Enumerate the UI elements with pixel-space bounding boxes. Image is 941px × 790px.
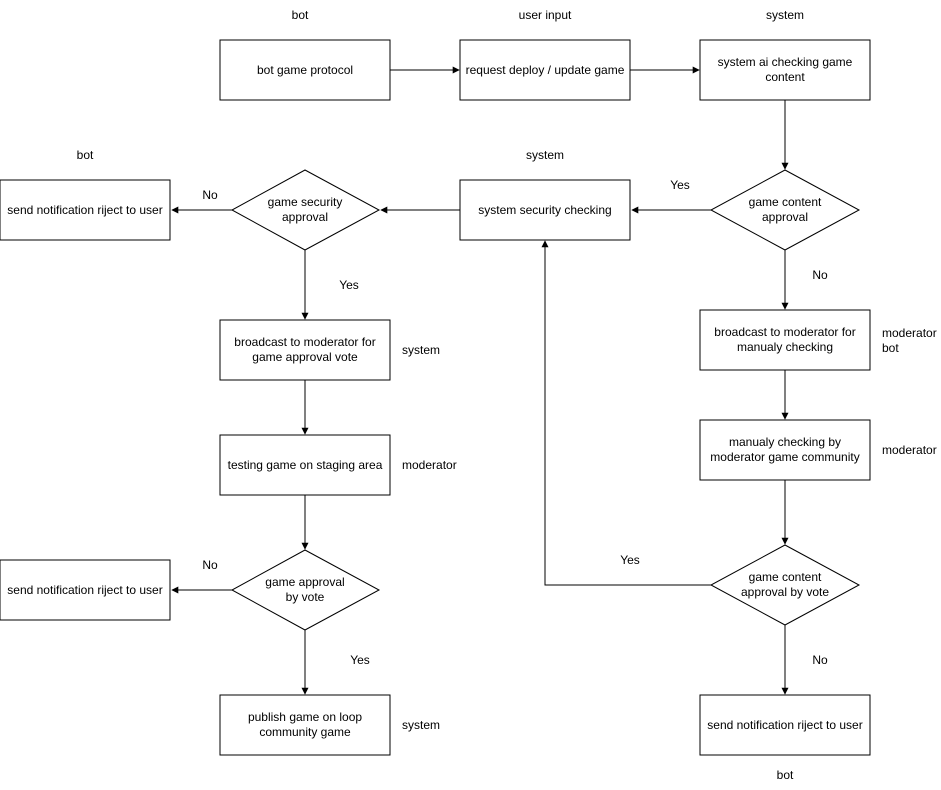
- edge-label-security-no: No: [202, 188, 218, 202]
- node-text-request-deploy: request deploy / update game: [466, 63, 625, 77]
- edge-label-security-yes: Yes: [339, 278, 359, 292]
- diamond-content-approval: [709, 169, 861, 251]
- node-text-notify-reject-1: send notification riject to user: [7, 203, 162, 217]
- node-text-security-approval-line-1: game security: [268, 195, 343, 209]
- box-broadcast-vote: [219, 319, 391, 381]
- node-text-ai-check-line-1: system ai checking game: [718, 55, 853, 69]
- box-notify-reject-3: [699, 694, 871, 756]
- box-notify-reject-1: [0, 179, 171, 241]
- node-text-content-approval-line-2: approval: [762, 210, 808, 224]
- node-text-broadcast-manual-line-2: manualy checking: [737, 340, 833, 354]
- lane-label-top-bot: bot: [292, 8, 309, 22]
- node-text-security-check: system security checking: [478, 203, 611, 217]
- edges: [171, 66, 789, 695]
- role-label-publish: system: [402, 718, 440, 732]
- node-texts: bot game protocol request deploy / updat…: [7, 55, 862, 739]
- edge-content-vote-yes: [541, 240, 711, 586]
- edge-labels: Yes No No Yes No Yes Yes No: [202, 178, 828, 667]
- decision-diamonds: [230, 169, 861, 631]
- node-text-notify-reject-3: send notification riject to user: [707, 718, 862, 732]
- role-label-broadcast-vote: system: [402, 343, 440, 357]
- node-text-notify-reject-2: send notification riject to user: [7, 583, 162, 597]
- node-text-publish-line-1: publish game on loop: [248, 710, 362, 724]
- diamond-content-vote: [709, 544, 861, 626]
- node-text-content-approval-line-1: game content: [749, 195, 822, 209]
- edge-label-content-vote-no: No: [812, 653, 828, 667]
- node-text-ai-check-line-2: content: [765, 70, 805, 84]
- role-labels: system moderator system moderator bot mo…: [402, 326, 937, 732]
- role-label-broadcast-manual-moderator: moderator: [882, 326, 937, 340]
- node-text-approval-vote-line-2: by vote: [286, 590, 325, 604]
- role-label-manual-check: moderator: [882, 443, 937, 457]
- lane-labels: bot user input system bot system bot: [77, 8, 804, 782]
- box-staging-test: [219, 434, 391, 496]
- process-boxes: [0, 39, 871, 756]
- box-security-check: [459, 179, 631, 241]
- edge-label-content-yes: Yes: [670, 178, 690, 192]
- box-notify-reject-2: [0, 559, 171, 621]
- box-ai-check: [699, 39, 871, 101]
- node-text-broadcast-manual-line-1: broadcast to moderator for: [714, 325, 855, 339]
- box-manual-check: [699, 419, 871, 481]
- role-label-broadcast-manual-bot: bot: [882, 341, 899, 355]
- edge-label-vote-yes: Yes: [350, 653, 370, 667]
- node-text-security-approval-line-2: approval: [282, 210, 328, 224]
- diamond-security-approval: [230, 169, 381, 251]
- node-text-broadcast-vote-line-1: broadcast to moderator for: [234, 335, 375, 349]
- lane-label-mid-system: system: [526, 148, 564, 162]
- role-label-staging: moderator: [402, 458, 457, 472]
- node-text-publish-line-2: community game: [259, 725, 351, 739]
- edge-label-content-vote-yes: Yes: [620, 553, 640, 567]
- lane-label-mid-bot: bot: [77, 148, 94, 162]
- box-request-deploy: [459, 39, 631, 101]
- box-publish: [219, 694, 391, 756]
- node-text-content-vote-line-1: game content: [749, 570, 822, 584]
- lane-label-top-system: system: [766, 8, 804, 22]
- lane-label-bottom-bot: bot: [777, 768, 794, 782]
- lane-label-top-user-input: user input: [519, 8, 572, 22]
- node-text-bot-protocol: bot game protocol: [257, 63, 353, 77]
- node-text-manual-check-line-1: manualy checking by: [729, 435, 841, 449]
- box-broadcast-manual: [699, 309, 871, 371]
- diamond-approval-vote: [230, 549, 381, 631]
- node-text-approval-vote-line-1: game approval: [265, 575, 344, 589]
- node-text-staging-test: testing game on staging area: [228, 458, 383, 472]
- edge-label-vote-no: No: [202, 558, 218, 572]
- node-text-content-vote-line-2: approval by vote: [741, 585, 829, 599]
- box-bot-protocol: [219, 39, 391, 101]
- node-text-broadcast-vote-line-2: game approval vote: [252, 350, 358, 364]
- node-text-manual-check-line-2: moderator game community: [710, 450, 859, 464]
- edge-label-content-no: No: [812, 268, 828, 282]
